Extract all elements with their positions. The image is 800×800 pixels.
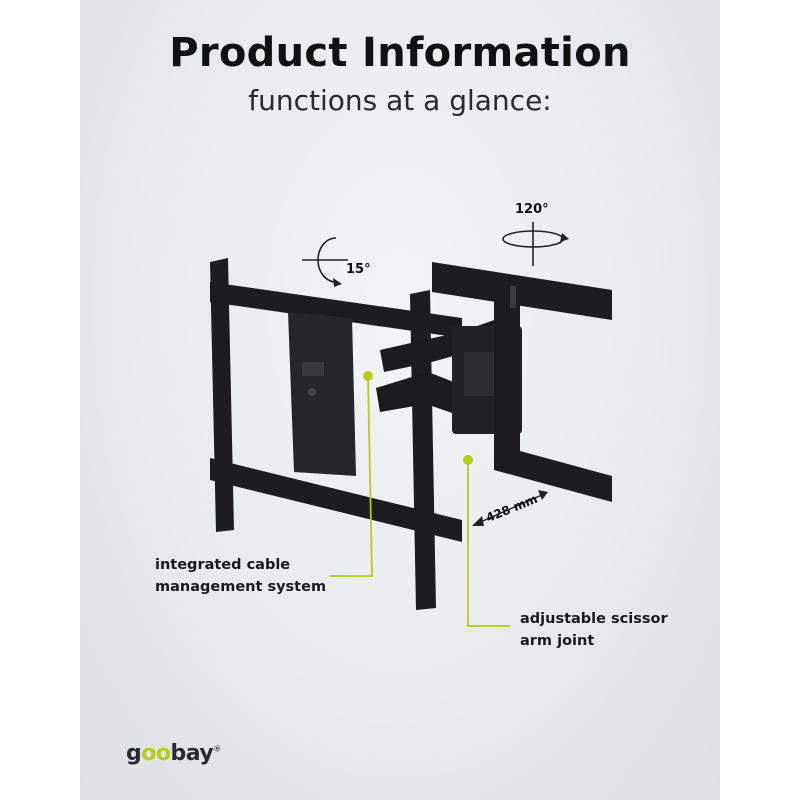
callout-lines (330, 375, 510, 627)
bar-bottom (210, 458, 462, 542)
wall-bar-top (432, 262, 612, 320)
dimension-arrow (472, 490, 548, 526)
logo-prefix: g (126, 741, 142, 766)
logo-registered-mark: ® (213, 744, 221, 754)
brand-logo: goobay® (126, 741, 221, 766)
logo-oo: oo (141, 741, 171, 766)
rotate-icon (502, 222, 569, 266)
tv-mount-illustration (210, 222, 612, 627)
tilt-icon (302, 237, 348, 287)
center-plate (288, 312, 356, 476)
callout-line-scissor (467, 460, 510, 627)
bar-top (210, 282, 462, 338)
callout-scissor-line1: adjustable scissor (520, 611, 668, 627)
callout-line-cable (330, 375, 373, 577)
joint-cover (464, 352, 498, 396)
rail-right (410, 290, 436, 610)
wall-bar-vertical (494, 286, 520, 466)
product-panel: Product Information functions at a glanc… (80, 0, 720, 800)
dimension-line (475, 493, 545, 525)
dimension-arrowhead-left (472, 516, 484, 526)
callout-scissor-line2: arm joint (520, 633, 595, 649)
plate-hole (308, 388, 316, 396)
tilt-angle-label: 15° (346, 262, 371, 277)
tilt-arc (317, 237, 337, 283)
page-title: Product Information (169, 30, 631, 76)
tv-bracket (210, 258, 462, 610)
callout-cable-line1: integrated cable (155, 557, 291, 573)
wall-bar-bottom (494, 444, 612, 502)
wall-plate (432, 262, 612, 502)
rotate-arrowhead (560, 233, 569, 242)
callout-scissor-joint: adjustable scissor arm joint (520, 608, 720, 652)
callout-cable-line2: management system (155, 579, 327, 595)
rotation-angle-label: 120° (515, 202, 549, 217)
logo-suffix: bay (170, 741, 214, 766)
page-subtitle: functions at a glance: (248, 84, 552, 117)
dimension-arrowhead-right (538, 490, 548, 500)
callout-cable-management: integrated cable management system (155, 554, 375, 598)
tilt-arrowhead (333, 278, 342, 287)
plate-slot (302, 362, 324, 376)
wall-bracket-detail (510, 286, 516, 308)
